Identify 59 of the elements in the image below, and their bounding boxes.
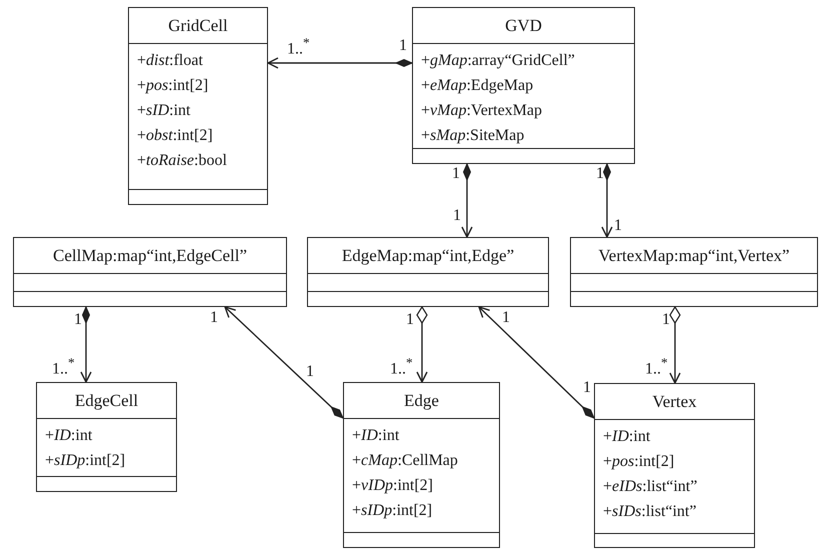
class-box [13, 237, 287, 307]
class-box [307, 237, 549, 307]
attribute: +sMap:SiteMap [421, 126, 526, 146]
attribute: +vIDp:int[2] [352, 476, 434, 496]
attribute: +ID:int [45, 426, 94, 446]
aggregation-arrow [669, 306, 681, 384]
multiplicity: 1..$^{*}$ [390, 356, 413, 378]
attribute: +pos:int[2] [603, 452, 676, 472]
multiplicity: 1 [662, 312, 670, 328]
attribute: +sIDp:int[2] [45, 451, 126, 471]
class-name: Edge [404, 390, 439, 410]
aggregation-arrow [416, 306, 428, 383]
class-name: VertexMap:map“int,Vertex” [598, 246, 790, 266]
composition-arrow [601, 164, 613, 238]
class-name: GVD [505, 16, 542, 36]
multiplicity: 1 [74, 312, 82, 328]
multiplicity: 1 [306, 364, 314, 380]
attribute: +eIDs:list“int” [603, 477, 698, 497]
attribute: +ID:int [352, 426, 400, 446]
class-name: GridCell [168, 16, 228, 36]
attribute: +vMap:VertexMap [421, 101, 543, 121]
attribute: +obst:int[2] [137, 126, 214, 146]
attribute: +dist:float [137, 51, 204, 71]
composition-arrow [478, 306, 594, 418]
class-name: CellMap:map“int,EdgeCell” [52, 246, 248, 266]
class-box [343, 382, 500, 548]
multiplicity: 1..$^{*}$ [287, 36, 310, 58]
multiplicity: 1 [399, 38, 407, 54]
multiplicity: 1 [210, 310, 218, 326]
attribute: +gMap:array“GridCell” [421, 51, 576, 71]
attribute: +pos:int[2] [137, 76, 210, 96]
attribute: +eMap:EdgeMap [421, 76, 534, 96]
attribute: +toRaise:bool [137, 151, 228, 171]
multiplicity: 1 [614, 218, 622, 234]
multiplicity: 1 [583, 380, 591, 396]
multiplicity: 1 [453, 208, 461, 224]
composition-arrow [461, 164, 473, 238]
class-box [594, 383, 755, 548]
composition-arrow [80, 306, 92, 383]
multiplicity: 1..$^{*}$ [52, 356, 75, 378]
class-box [412, 7, 635, 164]
class-box [36, 382, 177, 492]
attribute: +cMap:CellMap [352, 451, 459, 471]
class-box [570, 237, 818, 307]
class-name: EdgeMap:map“int,Edge” [342, 246, 514, 266]
attribute: +sIDp:int[2] [352, 501, 434, 521]
attribute: +sID:int [137, 101, 192, 121]
composition-arrow [267, 57, 412, 69]
attribute: +ID:int [603, 427, 652, 447]
class-box [128, 7, 268, 205]
multiplicity: 1 [502, 310, 510, 326]
multiplicity: 1 [596, 166, 604, 182]
multiplicity: 1..$^{*}$ [645, 356, 668, 378]
multiplicity: 1 [406, 312, 414, 328]
class-name: EdgeCell [74, 390, 138, 410]
composition-arrow [224, 306, 344, 418]
class-name: Vertex [652, 392, 697, 412]
attribute: +sIDs:list“int” [603, 502, 698, 522]
multiplicity: 1 [452, 166, 460, 182]
